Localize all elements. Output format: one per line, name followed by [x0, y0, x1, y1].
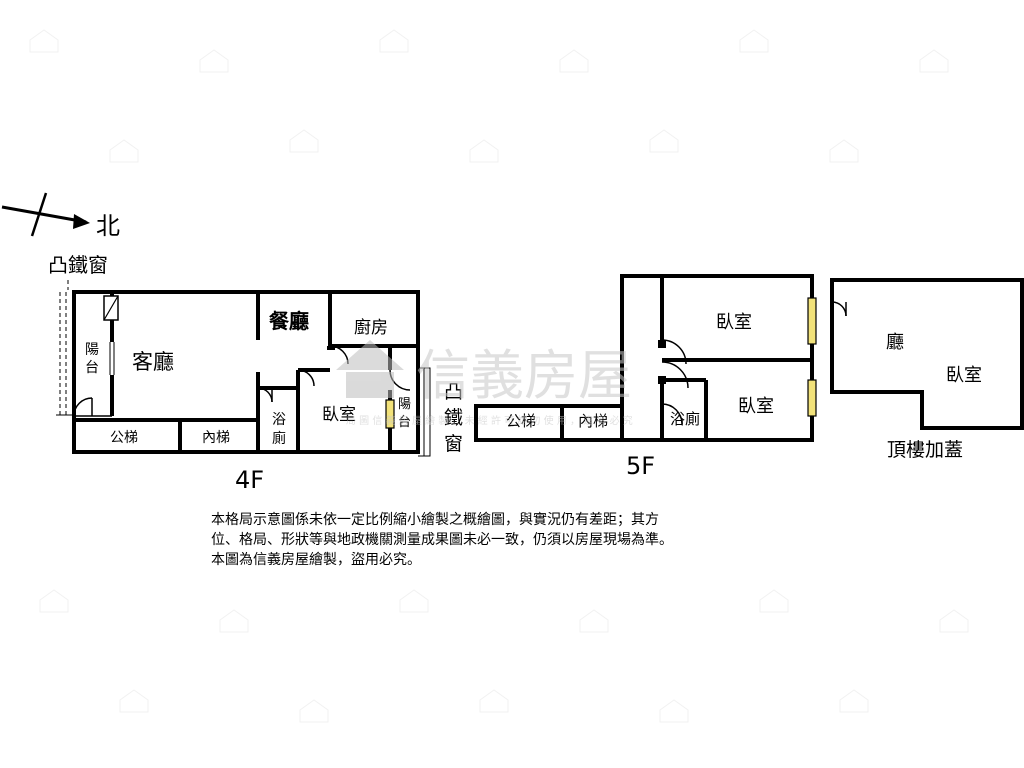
disclaimer-line-2: 位、格局、形狀等與地政機關測量成果圖未必一致，仍須以房屋現場為準。	[211, 532, 673, 548]
living-room-label: 客廳	[132, 350, 174, 374]
rooftop-plan: 廳 臥室 頂樓加蓋	[830, 278, 1024, 461]
bath-label-2: 廁	[272, 430, 286, 447]
kitchen-label: 廚房	[354, 317, 388, 338]
watermark-pattern	[29, 29, 969, 723]
west-balcony-label-2: 台	[85, 360, 99, 376]
bedroom-label-4f: 臥室	[322, 405, 356, 425]
disclaimer-line-3: 本圖為信義房屋繪製，盜用必究。	[211, 552, 421, 568]
watermark-fine-print: 局 圖 信 義 房 屋 繪 製 ， 未 經 許 可 請 勿 使 用 ， 違 者 …	[346, 414, 633, 427]
bath-label-5f: 浴廁	[670, 410, 700, 428]
rooftop-label: 頂樓加蓋	[887, 439, 963, 461]
floor-label-4f: 4F	[235, 466, 264, 494]
brand-watermark: 信義房屋 局 圖 信 義 房 屋 繪 製 ， 未 經 許 可 請 勿 使 用 ，…	[336, 340, 633, 427]
bay-window-label: 凸鐵窗	[48, 253, 108, 277]
rooftop-bedroom-label: 臥室	[946, 365, 982, 386]
north-label: 北	[96, 212, 120, 240]
west-balcony-label-1: 陽	[85, 342, 99, 358]
bay-window-side-2: 鐵	[444, 407, 463, 429]
east-balcony-label-1: 陽	[398, 397, 411, 412]
bedroom-south-label-5f: 臥室	[738, 396, 774, 417]
floor-5f-plan: 臥室 臥室 公梯 內梯 浴廁 5F	[474, 274, 817, 480]
floor-label-5f: 5F	[626, 452, 655, 480]
inner-stair-label-5f: 內梯	[578, 412, 608, 430]
brand-watermark-text: 信義房屋	[416, 344, 632, 407]
floor-4f-plan: 凸鐵窗	[48, 253, 463, 494]
public-stair-label-5f: 公梯	[506, 412, 536, 430]
east-balcony-label-2: 台	[398, 415, 411, 430]
rooftop-hall-label: 廳	[886, 332, 904, 353]
dining-label: 餐廳	[269, 309, 309, 333]
disclaimer-text: 本格局示意圖係未依一定比例縮小繪製之概繪圖，與實況仍有差距；其方 位、格局、形狀…	[211, 510, 811, 570]
disclaimer-line-1: 本格局示意圖係未依一定比例縮小繪製之概繪圖，與實況仍有差距；其方	[211, 512, 659, 528]
north-arrow: 北	[1, 192, 120, 240]
bay-window-side-3: 窗	[444, 433, 463, 455]
public-stair-label-4f: 公梯	[110, 430, 138, 446]
bay-window-side-1: 凸	[444, 381, 463, 403]
bath-label-1: 浴	[272, 412, 286, 428]
inner-stair-label-4f: 內梯	[202, 430, 230, 446]
bedroom-north-label-5f: 臥室	[716, 312, 752, 333]
